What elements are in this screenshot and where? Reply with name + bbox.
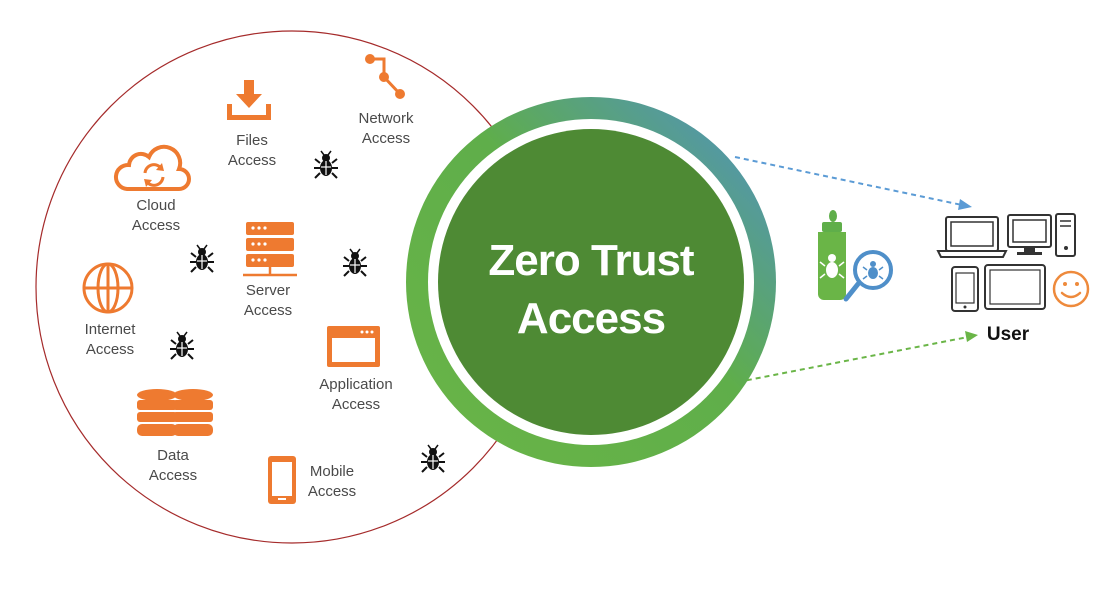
application-access-label-2: Access <box>332 396 380 413</box>
bug-icon <box>342 248 368 277</box>
cloud-access-label-2: Access <box>132 217 180 234</box>
bug-icon <box>420 444 446 473</box>
mobile-access-label-1: Mobile <box>310 463 354 480</box>
bug-icon <box>189 244 215 273</box>
network-access-icon <box>365 54 405 99</box>
mobile-access-label-2: Access <box>308 483 356 500</box>
mobile-access-icon <box>268 456 296 504</box>
files-access-label-1: Files <box>236 132 268 149</box>
arrow-to-user-blue <box>734 156 963 206</box>
arrowhead-blue <box>958 199 972 210</box>
network-access-label-2: Access <box>362 130 410 147</box>
desktop-monitor-icon <box>1007 214 1052 255</box>
internet-access-icon <box>82 262 134 314</box>
center-title-line2: Access <box>517 294 665 343</box>
internet-access-label-2: Access <box>86 341 134 358</box>
files-access-label-2: Access <box>228 152 276 169</box>
phone-icon <box>951 266 979 312</box>
server-access-label-2: Access <box>244 302 292 319</box>
gateway-core <box>438 129 744 435</box>
tower-pc-icon <box>1055 213 1076 257</box>
arrow-to-user-green <box>737 336 969 383</box>
cloud-access-label-1: Cloud <box>136 197 175 214</box>
internet-access-label-1: Internet <box>85 321 137 338</box>
antivirus-spray-icon <box>818 210 893 302</box>
network-access-label-1: Network <box>358 110 414 127</box>
data-access-label-1: Data <box>157 447 189 464</box>
bug-icon <box>313 150 339 179</box>
tablet-icon <box>984 264 1046 310</box>
files-access-icon <box>227 80 271 120</box>
application-access-label-1: Application <box>319 376 392 393</box>
smiley-icon <box>1052 270 1090 308</box>
data-access-label-2: Access <box>149 467 197 484</box>
laptop-icon <box>936 216 1008 258</box>
application-access-icon <box>327 326 380 367</box>
center-title-line1: Zero Trust <box>488 236 694 285</box>
data-access-icon <box>137 389 213 436</box>
bug-icon <box>169 331 195 360</box>
user-label: User <box>987 324 1030 345</box>
server-access-icon <box>243 222 297 277</box>
server-access-label-1: Server <box>246 282 290 299</box>
arrowhead-green <box>965 331 978 342</box>
cloud-access-icon <box>114 144 191 191</box>
